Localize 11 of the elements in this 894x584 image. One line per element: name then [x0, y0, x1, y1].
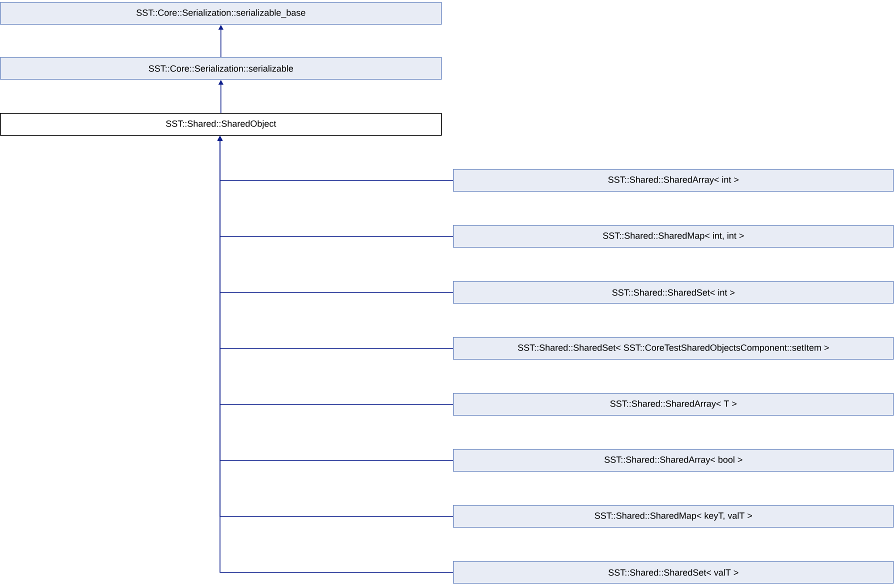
- class-box: SST::Shared::SharedSet< valT >: [453, 561, 894, 584]
- class-box: SST::Core::Serialization::serializable_base: [0, 2, 442, 25]
- class-box: SST::Shared::SharedMap< keyT, valT >: [453, 505, 894, 528]
- class-box: SST::Core::Serialization::serializable: [0, 57, 442, 80]
- class-box: SST::Shared::SharedSet< SST::CoreTestSharedObjectsComponent::setItem >: [453, 337, 894, 360]
- class-box: SST::Shared::SharedObject: [0, 113, 442, 136]
- class-box: SST::Shared::SharedSet< int >: [453, 281, 894, 304]
- class-box: SST::Shared::SharedMap< int, int >: [453, 225, 894, 248]
- class-box: SST::Shared::SharedArray< int >: [453, 169, 894, 192]
- class-box: SST::Shared::SharedArray< T >: [453, 393, 894, 416]
- class-box: SST::Shared::SharedArray< bool >: [453, 449, 894, 472]
